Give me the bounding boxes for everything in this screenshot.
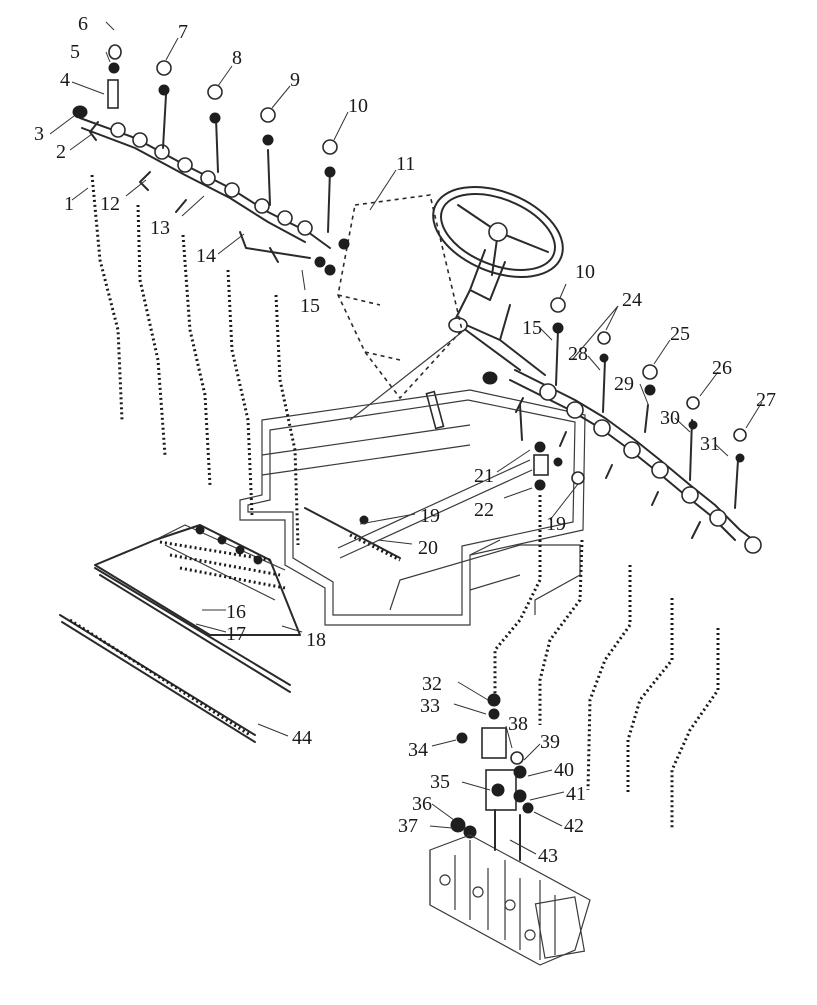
hose-group-left <box>90 174 300 546</box>
callout-2: 2 <box>56 141 66 163</box>
callout-17: 17 <box>226 623 246 645</box>
callout-33: 33 <box>420 695 440 717</box>
right-fitting-assembly <box>482 297 762 554</box>
callout-5: 5 <box>70 41 80 63</box>
callout-15-right: 15 <box>522 317 542 339</box>
callout-22: 22 <box>474 499 494 521</box>
callout-38: 38 <box>508 713 528 735</box>
steering-wheel <box>432 186 564 278</box>
callout-19-left: 19 <box>420 505 440 527</box>
linkage-rods <box>304 459 533 562</box>
callout-labels: 6 5 4 3 2 1 12 7 8 9 10 11 13 14 15 10 1… <box>34 13 776 867</box>
callout-13: 13 <box>150 217 170 239</box>
callout-36: 36 <box>412 793 432 815</box>
callout-14: 14 <box>196 245 216 267</box>
callout-44: 44 <box>292 727 312 749</box>
callout-1: 1 <box>64 193 74 215</box>
callout-40: 40 <box>554 759 574 781</box>
callout-35: 35 <box>430 771 450 793</box>
callout-28: 28 <box>568 343 588 365</box>
callout-42: 42 <box>564 815 584 837</box>
callout-9: 9 <box>290 69 300 91</box>
callout-19-right: 19 <box>546 513 566 535</box>
callout-12: 12 <box>100 193 120 215</box>
callout-24: 24 <box>622 289 642 311</box>
callout-18: 18 <box>306 629 326 651</box>
callout-3: 3 <box>34 123 44 145</box>
callout-34: 34 <box>408 739 428 761</box>
callout-27: 27 <box>756 389 776 411</box>
callout-37: 37 <box>398 815 418 837</box>
callout-4: 4 <box>60 69 70 91</box>
callout-41: 41 <box>566 783 586 805</box>
callout-20: 20 <box>418 537 438 559</box>
hose-group-right <box>493 495 720 830</box>
steering-column <box>448 249 546 376</box>
leader-lines <box>49 21 763 855</box>
callout-15-top: 15 <box>300 295 320 317</box>
callout-11: 11 <box>396 153 415 175</box>
callout-8: 8 <box>232 47 242 69</box>
seat-panel-outline <box>337 194 463 430</box>
callout-43: 43 <box>538 845 558 867</box>
callout-10-right: 10 <box>575 261 595 283</box>
callout-25: 25 <box>670 323 690 345</box>
callout-21: 21 <box>474 465 494 487</box>
frame-outline <box>239 389 586 626</box>
callout-39: 39 <box>540 731 560 753</box>
control-valve-stack <box>429 693 591 966</box>
front-implement <box>59 524 301 743</box>
callout-32: 32 <box>422 673 442 695</box>
callout-10-top: 10 <box>348 95 368 117</box>
callout-16: 16 <box>226 601 246 623</box>
callout-6: 6 <box>78 13 88 35</box>
callout-7: 7 <box>178 21 188 43</box>
callout-31: 31 <box>700 433 720 455</box>
top-fitting-assembly <box>72 44 350 276</box>
callout-29: 29 <box>614 373 634 395</box>
callout-30: 30 <box>660 407 680 429</box>
callout-26: 26 <box>712 357 732 379</box>
